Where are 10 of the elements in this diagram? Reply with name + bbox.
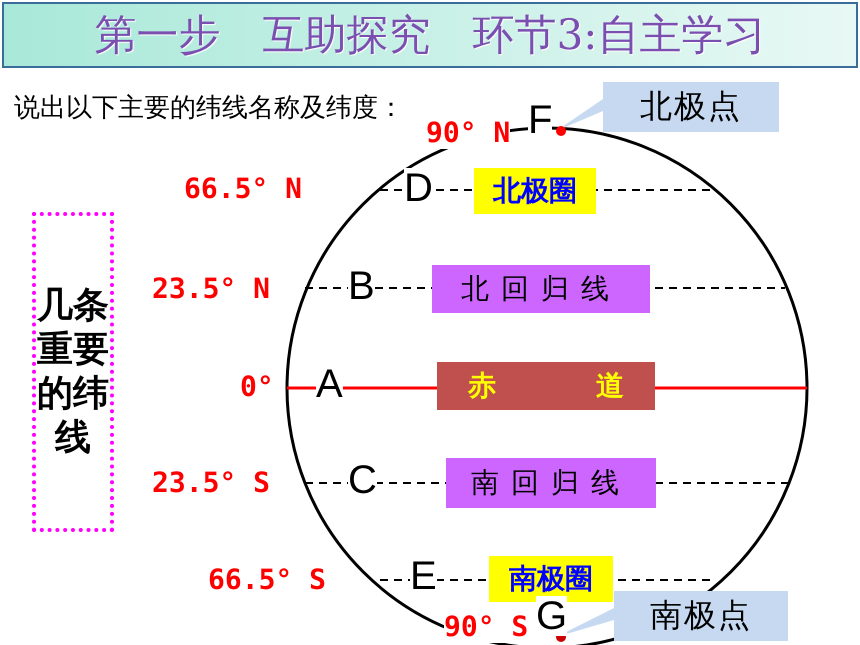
latitude-label: 北回归线 xyxy=(432,265,650,313)
title-banner: 第一步 互助探究 环节3:自主学习 xyxy=(2,2,858,68)
instruction-text: 说出以下主要的纬线名称及纬度： xyxy=(14,92,404,125)
latitude-label: 北极圈 xyxy=(474,168,596,214)
latitude-label: 南回归线 xyxy=(446,458,656,508)
latitude-label: 赤道 xyxy=(437,362,655,410)
point-letter: G xyxy=(536,596,568,636)
pole-dot xyxy=(556,126,566,136)
note-box: 几条重要的纬线 xyxy=(32,212,114,532)
latitude-label: 南极圈 xyxy=(489,556,613,602)
